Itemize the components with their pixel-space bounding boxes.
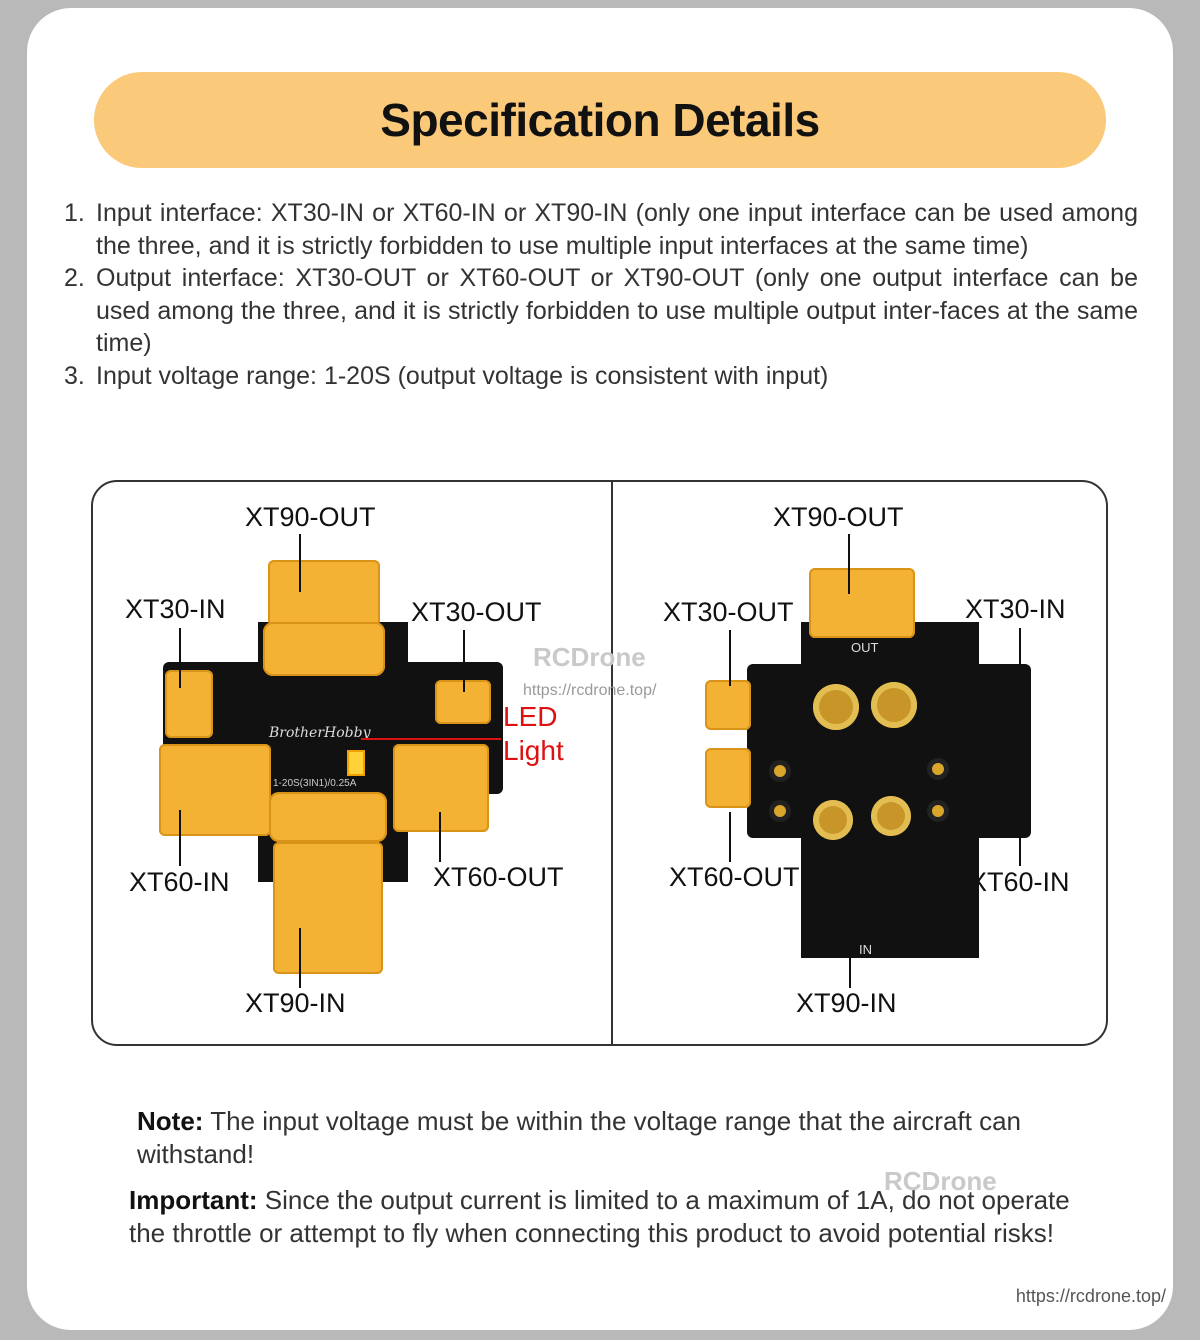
watermark-brand-lower: RCDrone (884, 1166, 997, 1196)
solder-pad (813, 800, 853, 840)
label-xt30-in-back: XT30-IN (965, 594, 1066, 624)
xt60-out-connector (393, 744, 489, 832)
label-xt90-out: XT90-OUT (245, 502, 376, 532)
led-label-line1: LED (503, 701, 558, 732)
page-title: Specification Details (380, 94, 820, 146)
note-paragraph: Note: The input voltage must be within t… (137, 1105, 1067, 1171)
leader-line (1019, 812, 1021, 866)
leader-line (848, 534, 850, 594)
label-xt30-in: XT30-IN (125, 594, 226, 624)
solder-pad (871, 796, 911, 836)
leader-line (729, 812, 731, 862)
silk-out-label: OUT (851, 640, 879, 655)
xt60-out-connector-back (705, 748, 751, 808)
spec-item: 1. Input interface: XT30-IN or XT60-IN o… (64, 197, 1138, 262)
important-paragraph: Important: Since the output current is l… (129, 1184, 1074, 1250)
solder-pad (871, 682, 917, 728)
label-xt90-in: XT90-IN (245, 988, 346, 1018)
xt90-out-housing (263, 622, 385, 676)
xt90-out-connector (268, 560, 380, 626)
solder-pad (927, 758, 949, 780)
led-indicator (347, 750, 365, 776)
label-xt60-in: XT60-IN (129, 867, 230, 897)
solder-pad (927, 800, 949, 822)
solder-pad (813, 684, 859, 730)
label-xt60-out-back: XT60-OUT (669, 862, 800, 892)
silk-in-label: IN (859, 942, 872, 957)
leader-line (1019, 628, 1021, 678)
led-leader-line (361, 738, 501, 740)
title-banner: Specification Details (94, 72, 1106, 168)
label-xt30-out-back: XT30-OUT (663, 597, 794, 627)
label-xt60-out: XT60-OUT (433, 862, 564, 892)
xt60-in-connector (159, 744, 271, 836)
spec-item: 3. Input voltage range: 1-20S (output vo… (64, 360, 1138, 393)
label-led-light: LED Light (503, 700, 564, 768)
leader-line (463, 630, 465, 692)
board-brand-text: BrotherHobby (269, 725, 371, 741)
xt90-in-housing (269, 792, 387, 842)
leader-line (849, 928, 851, 988)
xt30-in-connector (165, 670, 213, 738)
watermark-url: https://rcdrone.top/ (523, 682, 657, 699)
note-label: Note: (137, 1106, 204, 1136)
solder-pad (769, 800, 791, 822)
important-text: Since the output current is limited to a… (129, 1185, 1070, 1248)
important-label: Important: (129, 1185, 258, 1215)
footer-url: https://rcdrone.top/ (1015, 1286, 1166, 1306)
solder-pad (769, 760, 791, 782)
note-text: The input voltage must be within the vol… (137, 1106, 1022, 1169)
leader-line (299, 928, 301, 988)
label-xt90-out-back: XT90-OUT (773, 502, 904, 532)
label-xt30-out: XT30-OUT (411, 597, 542, 627)
spec-text: Input interface: XT30-IN or XT60-IN or X… (96, 199, 1138, 260)
spec-number: 2. (64, 264, 85, 292)
xt90-in-connector (273, 842, 383, 974)
spec-item: 2. Output interface: XT30-OUT or XT60-OU… (64, 262, 1138, 360)
panel-divider (611, 482, 613, 1044)
watermark-brand: RCDrone (533, 642, 646, 672)
xt30-out-connector-back (705, 680, 751, 730)
led-label-line2: Light (503, 735, 564, 766)
leader-line (729, 630, 731, 686)
xt90-out-connector-back (809, 568, 915, 638)
spec-number: 3. (64, 361, 85, 390)
connector-diagram: BrotherHobby 1-20S(3IN1)/0.25A XT90-OUT … (91, 480, 1108, 1046)
leader-line (179, 628, 181, 688)
pcb-board-back-center (801, 622, 979, 958)
spec-number: 1. (64, 199, 85, 227)
label-xt90-in-back: XT90-IN (796, 988, 897, 1018)
leader-line (179, 810, 181, 866)
board-spec-text: 1-20S(3IN1)/0.25A (273, 778, 357, 789)
leader-line (439, 812, 441, 862)
spec-text: Output interface: XT30-OUT or XT60-OUT o… (96, 264, 1138, 357)
leader-line (299, 534, 301, 592)
spec-text: Input voltage range: 1-20S (output volta… (96, 361, 829, 390)
label-xt60-in-back: XT60-IN (969, 867, 1070, 897)
spec-list: 1. Input interface: XT30-IN or XT60-IN o… (64, 197, 1138, 392)
